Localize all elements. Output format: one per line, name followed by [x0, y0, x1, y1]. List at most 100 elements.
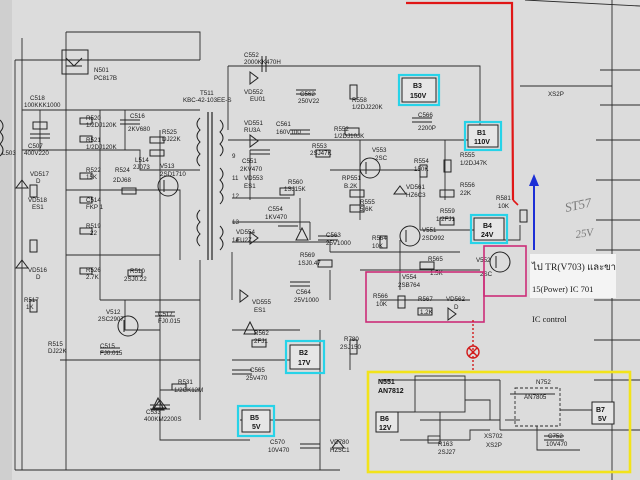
secondary-wires [227, 65, 600, 470]
magenta-highlight-boxes [365, 245, 527, 323]
label-r562-val: 2FJ1 [254, 338, 268, 345]
label-c565: C565 [250, 367, 265, 374]
label-vd555: VD555 [252, 299, 271, 306]
label-l514-val: 2J073 [133, 164, 150, 171]
label-v552-val: 2SC [480, 271, 493, 278]
label-v512-val: 2SC2907 [98, 316, 124, 323]
label-l503: L503 [2, 150, 16, 157]
label-vd553: VD553 [244, 175, 263, 182]
label-r553: R553 [312, 143, 327, 150]
label-c552: C552 [244, 52, 259, 59]
label-r567: R567 [418, 296, 433, 303]
label-r515: R515 [48, 341, 63, 348]
label-vd551-val: RU3A [244, 127, 261, 134]
label-r555: R555 [360, 199, 375, 206]
label-c564-val: 25V1000 [294, 297, 319, 304]
label-v551-val: 2SD992 [422, 235, 445, 242]
blue-arrow-head [529, 174, 539, 186]
label-vd552-val: EU01 [250, 96, 266, 103]
label-r567-val: 1.2K [420, 309, 434, 316]
highlight-b4 [469, 213, 509, 245]
label-c561-val: 160V100 [276, 129, 301, 136]
secondary-components [232, 56, 564, 449]
label-n551: N551 [378, 379, 395, 386]
label-v553: V553 [372, 147, 387, 154]
label-rp551: RP551 [342, 175, 361, 182]
label-c570-val: 10V470 [268, 447, 290, 454]
label-c554: C554 [268, 206, 283, 213]
label-pc817b: PC817B [94, 75, 117, 82]
svg-text:B5: B5 [250, 415, 259, 422]
label-r564-val: 10K [372, 243, 384, 250]
label-r562: R562 [254, 330, 269, 337]
label-v513-val: 2SD1710 [160, 171, 186, 178]
label-r517-val: 1K [26, 304, 34, 311]
label-c563-val: 25V1000 [326, 240, 351, 247]
label-r520: R520 [86, 115, 101, 122]
label-c516: C516 [130, 113, 145, 120]
label-r555-val: 5.6K [360, 206, 374, 213]
label-vd561-val: HZ6C3 [406, 192, 426, 199]
label-c517-val: FJ0.015 [158, 318, 181, 325]
optocoupler-n501 [61, 49, 89, 75]
label-r780-val: 2SJ150 [340, 344, 362, 351]
label-vd780: VD780 [330, 439, 349, 446]
value-box-b6: B6 12V [375, 411, 399, 433]
primary-wires [22, 109, 250, 441]
label-vd553-val: ES1 [244, 183, 256, 190]
label-v554-val: 2SB764 [398, 282, 421, 289]
label-vd552: VD552 [244, 89, 263, 96]
label-t511: T511 [200, 90, 214, 97]
value-box-b2: B2 17V [289, 344, 321, 370]
annotation-label-bg [530, 254, 616, 298]
value-box-b1: B1 110V [467, 124, 499, 148]
label-c551: C551 [242, 158, 257, 165]
label-rp551-val: B.2K [344, 183, 358, 190]
label-r163-val: 2SJ27 [438, 449, 456, 456]
warning-triangles [151, 226, 309, 411]
label-r525-val: DJ22K [162, 136, 181, 143]
svg-text:5V: 5V [252, 424, 261, 431]
svg-text:5V: 5V [598, 416, 607, 423]
label-r525: R525 [162, 129, 177, 136]
highlight-v554-group [365, 271, 485, 323]
label-vd554: VD554 [236, 229, 255, 236]
label-c561: C561 [276, 121, 291, 128]
label-vd561: VD561 [406, 184, 425, 191]
label-r521: R521 [86, 137, 101, 144]
label-c518-val: 100KKK1000 [24, 102, 61, 109]
label-v513: V513 [160, 163, 175, 170]
label-vd555-val: ES1 [254, 307, 266, 314]
annotation-power-line: 15(Power) IC 701 [532, 284, 593, 294]
label-vd551: VD551 [244, 120, 263, 127]
label-c752: C752 [548, 433, 563, 440]
label-r526-val: 2.7K [86, 274, 100, 281]
label-r520-val: 1/2DJ120K [86, 122, 117, 129]
label-c551-val: 2KV470 [240, 166, 263, 173]
label-vd516: VD516 [28, 267, 47, 274]
label-v512: V512 [106, 309, 121, 316]
value-box-b4: B4 24V [473, 217, 505, 241]
label-xs702: XS702 [484, 433, 503, 440]
label-r555b-val: 1/2DJ47K [460, 160, 488, 167]
label-r565: R565 [428, 256, 443, 263]
label-c562-val: 250V22 [298, 98, 320, 105]
label-c514-val: FKP 1 [86, 204, 104, 211]
pin-11: 11 [232, 175, 239, 182]
label-xs2p-top: XS2P [548, 91, 564, 98]
label-r553-val: 2SJ47K [310, 150, 333, 157]
svg-text:17V: 17V [298, 360, 311, 367]
label-r517: R517 [24, 297, 39, 304]
label-r565-val: 1.5K [430, 270, 444, 277]
svg-text:B6: B6 [380, 416, 389, 423]
label-c566: C566 [418, 112, 433, 119]
label-c554-val: 1KV470 [265, 214, 288, 221]
label-r526: R526 [86, 267, 101, 274]
label-vd516-val: D [36, 274, 41, 281]
annotation-thai-line: ไป TR(V703) และขา [531, 261, 616, 273]
label-r560: R560 [288, 179, 303, 186]
label-r519: R519 [86, 223, 101, 230]
svg-text:110V: 110V [474, 139, 490, 146]
pin-14: 14 [232, 237, 239, 244]
